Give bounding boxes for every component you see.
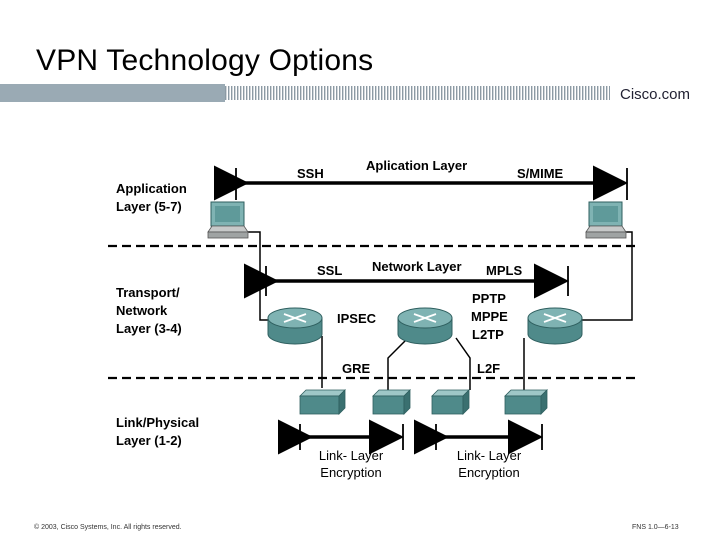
pptp-label: PPTP xyxy=(472,291,506,306)
l2tp-label: L2TP xyxy=(472,327,504,342)
router-icon-center xyxy=(397,307,453,345)
application-layer-label: Aplication Layer xyxy=(363,158,471,173)
ssl-label: SSL xyxy=(314,263,346,278)
gre-label: GRE xyxy=(342,361,371,376)
header-band xyxy=(0,84,610,102)
network-layer-label: Network Layer xyxy=(369,259,465,274)
computer-icon-right xyxy=(585,201,627,239)
cable-switch2-router2 xyxy=(387,337,409,390)
router-icon-left xyxy=(267,307,323,345)
mppe-label: MPPE xyxy=(471,309,508,324)
page-title: VPN Technology Options xyxy=(36,44,374,77)
cable-pc-left xyxy=(244,231,268,321)
copyright-footer: © 2003, Cisco Systems, Inc. All rights r… xyxy=(34,524,182,531)
switch-icon-1 xyxy=(299,389,346,415)
slide-number: FNS 1.0—6-13 xyxy=(632,524,679,531)
cisco-logo: Cisco.com xyxy=(620,86,691,103)
switch-icon-3 xyxy=(431,389,470,415)
ssh-label: SSH xyxy=(294,166,327,181)
router-icon-right xyxy=(527,307,583,345)
computer-icon-left xyxy=(207,201,249,239)
l2f-label: L2F xyxy=(477,361,501,376)
switch-icon-2 xyxy=(372,389,411,415)
smime-label: S/MIME xyxy=(514,166,567,181)
ipsec-label: IPSEC xyxy=(337,311,377,326)
switch-icon-4 xyxy=(504,389,548,415)
mpls-label: MPLS xyxy=(483,263,526,278)
cable-router2-switch3 xyxy=(455,337,471,390)
